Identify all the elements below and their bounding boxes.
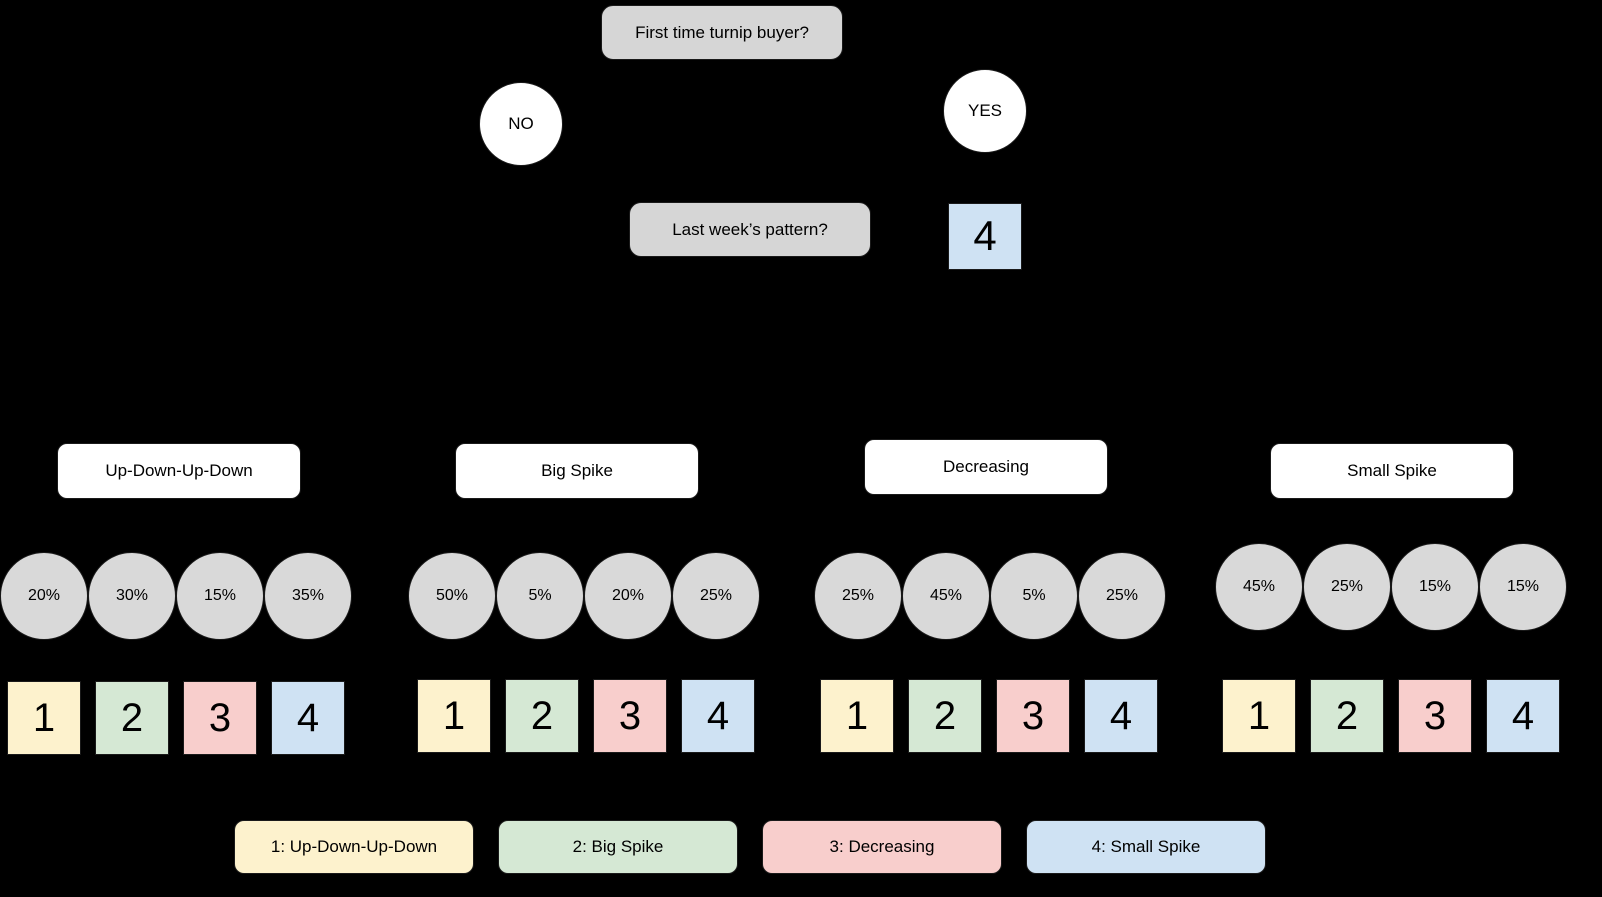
probability-circle[interactable]: 30%: [88, 552, 176, 640]
outcome-box-label: 2: [1335, 694, 1359, 738]
outcome-box-label: 2: [933, 694, 957, 738]
legend-item-label: 2: Big Spike: [572, 837, 664, 857]
outcome-box[interactable]: 1: [1222, 679, 1296, 753]
outcome-box[interactable]: 3: [183, 681, 257, 755]
probability-label: 5%: [1022, 586, 1046, 604]
probability-label: 45%: [1242, 577, 1276, 595]
probability-label: 35%: [291, 586, 325, 604]
legend-item-up-down-up-down[interactable]: 1: Up-Down-Up-Down: [234, 820, 474, 874]
probability-label: 25%: [699, 586, 733, 604]
probability-label: 45%: [929, 586, 963, 604]
outcome-box[interactable]: 3: [593, 679, 667, 753]
branch-no-label: NO: [508, 114, 534, 134]
probability-label: 25%: [1330, 577, 1364, 595]
probability-circle[interactable]: 15%: [1391, 543, 1479, 631]
probability-circle[interactable]: 5%: [990, 552, 1078, 640]
outcome-box[interactable]: 1: [820, 679, 894, 753]
question-last-week-pattern[interactable]: Last week’s pattern?: [629, 202, 871, 257]
probability-label: 20%: [27, 586, 61, 604]
question-first-time-buyer-label: First time turnip buyer?: [635, 22, 809, 42]
probability-circle[interactable]: 35%: [264, 552, 352, 640]
probability-circle[interactable]: 15%: [176, 552, 264, 640]
outcome-box-label: 2: [120, 696, 144, 740]
pattern-node-big-spike-label: Big Spike: [541, 461, 613, 481]
outcome-box[interactable]: 4: [1486, 679, 1560, 753]
probability-circle[interactable]: 20%: [0, 552, 88, 640]
outcome-box[interactable]: 2: [1310, 679, 1384, 753]
probability-label: 5%: [528, 586, 552, 604]
probability-label: 50%: [435, 586, 469, 604]
probability-label: 15%: [203, 586, 237, 604]
legend-item-big-spike[interactable]: 2: Big Spike: [498, 820, 738, 874]
outcome-box-label: 3: [618, 694, 642, 738]
outcome-box[interactable]: 4: [1084, 679, 1158, 753]
pattern-node-small-spike-label: Small Spike: [1347, 461, 1437, 481]
pattern-node-up-down-up-down[interactable]: Up-Down-Up-Down: [57, 443, 301, 499]
probability-circle[interactable]: 50%: [408, 552, 496, 640]
legend-item-label: 4: Small Spike: [1091, 837, 1201, 857]
outcome-box-label: 4: [706, 694, 730, 738]
outcome-box[interactable]: 1: [417, 679, 491, 753]
branch-yes-label: YES: [967, 101, 1003, 121]
branch-no[interactable]: NO: [479, 82, 563, 166]
probability-circle[interactable]: 5%: [496, 552, 584, 640]
outcome-box-label: 4: [1109, 694, 1133, 738]
outcome-box-label: 3: [1423, 694, 1447, 738]
probability-circle[interactable]: 20%: [584, 552, 672, 640]
outcome-box-label: 1: [442, 694, 466, 738]
probability-label: 30%: [115, 586, 149, 604]
question-last-week-pattern-label: Last week’s pattern?: [672, 219, 828, 239]
legend-item-small-spike[interactable]: 4: Small Spike: [1026, 820, 1266, 874]
outcome-box-label: 4: [296, 696, 320, 740]
outcome-box-label: 4: [1511, 694, 1535, 738]
outcome-box[interactable]: 3: [996, 679, 1070, 753]
probability-circle[interactable]: 25%: [672, 552, 760, 640]
question-first-time-buyer[interactable]: First time turnip buyer?: [601, 5, 843, 60]
outcome-box[interactable]: 3: [1398, 679, 1472, 753]
outcome-box-label: 1: [32, 696, 56, 740]
probability-circle[interactable]: 25%: [814, 552, 902, 640]
probability-label: 20%: [611, 586, 645, 604]
legend-item-decreasing[interactable]: 3: Decreasing: [762, 820, 1002, 874]
outcome-box[interactable]: 2: [95, 681, 169, 755]
pattern-node-up-down-up-down-label: Up-Down-Up-Down: [105, 461, 253, 481]
probability-circle[interactable]: 25%: [1303, 543, 1391, 631]
probability-label: 25%: [1105, 586, 1139, 604]
outcome-box[interactable]: 2: [505, 679, 579, 753]
pattern-node-small-spike[interactable]: Small Spike: [1270, 443, 1514, 499]
probability-circle[interactable]: 25%: [1078, 552, 1166, 640]
outcome-box-label: 3: [208, 696, 232, 740]
outcome-box[interactable]: 1: [7, 681, 81, 755]
outcome-box-label: 2: [530, 694, 554, 738]
legend-item-label: 3: Decreasing: [829, 837, 935, 857]
probability-label: 15%: [1506, 577, 1540, 595]
outcome-box-yes-label: 4: [973, 212, 997, 260]
legend-item-label: 1: Up-Down-Up-Down: [270, 837, 438, 857]
probability-circle[interactable]: 45%: [1215, 543, 1303, 631]
outcome-box[interactable]: 4: [271, 681, 345, 755]
outcome-box[interactable]: 4: [681, 679, 755, 753]
outcome-box-label: 3: [1021, 694, 1045, 738]
outcome-box-label: 1: [1247, 694, 1271, 738]
pattern-node-decreasing-label: Decreasing: [943, 457, 1029, 477]
branch-yes[interactable]: YES: [943, 69, 1027, 153]
probability-circle[interactable]: 45%: [902, 552, 990, 640]
outcome-box-yes-small-spike[interactable]: 4: [948, 203, 1022, 270]
probability-circle[interactable]: 15%: [1479, 543, 1567, 631]
outcome-box-label: 1: [845, 694, 869, 738]
probability-label: 15%: [1418, 577, 1452, 595]
pattern-node-decreasing[interactable]: Decreasing: [864, 439, 1108, 495]
probability-label: 25%: [841, 586, 875, 604]
outcome-box[interactable]: 2: [908, 679, 982, 753]
pattern-node-big-spike[interactable]: Big Spike: [455, 443, 699, 499]
